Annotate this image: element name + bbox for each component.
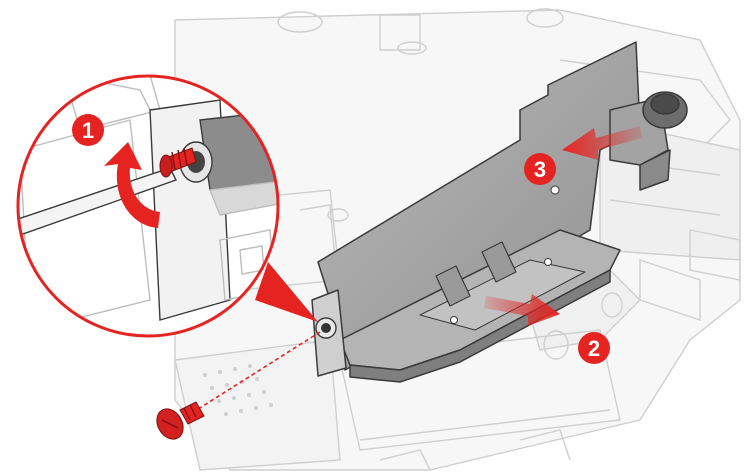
step-badge-2: 2 <box>578 332 610 364</box>
screw-path-dashed-line <box>183 331 321 419</box>
step-label: 1 <box>82 118 94 143</box>
slide-left-arrow-icon <box>562 126 642 160</box>
screw-icon <box>156 401 205 440</box>
screw-icon <box>159 147 197 178</box>
step-label: 3 <box>534 157 546 182</box>
step-badge-1: 1 <box>72 114 104 146</box>
step-label: 2 <box>588 336 600 361</box>
slide-right-arrow-icon <box>484 294 560 326</box>
rotate-counterclockwise-arrow-icon <box>104 142 160 228</box>
step-badge-3: 3 <box>524 153 556 185</box>
bracket <box>311 41 688 383</box>
